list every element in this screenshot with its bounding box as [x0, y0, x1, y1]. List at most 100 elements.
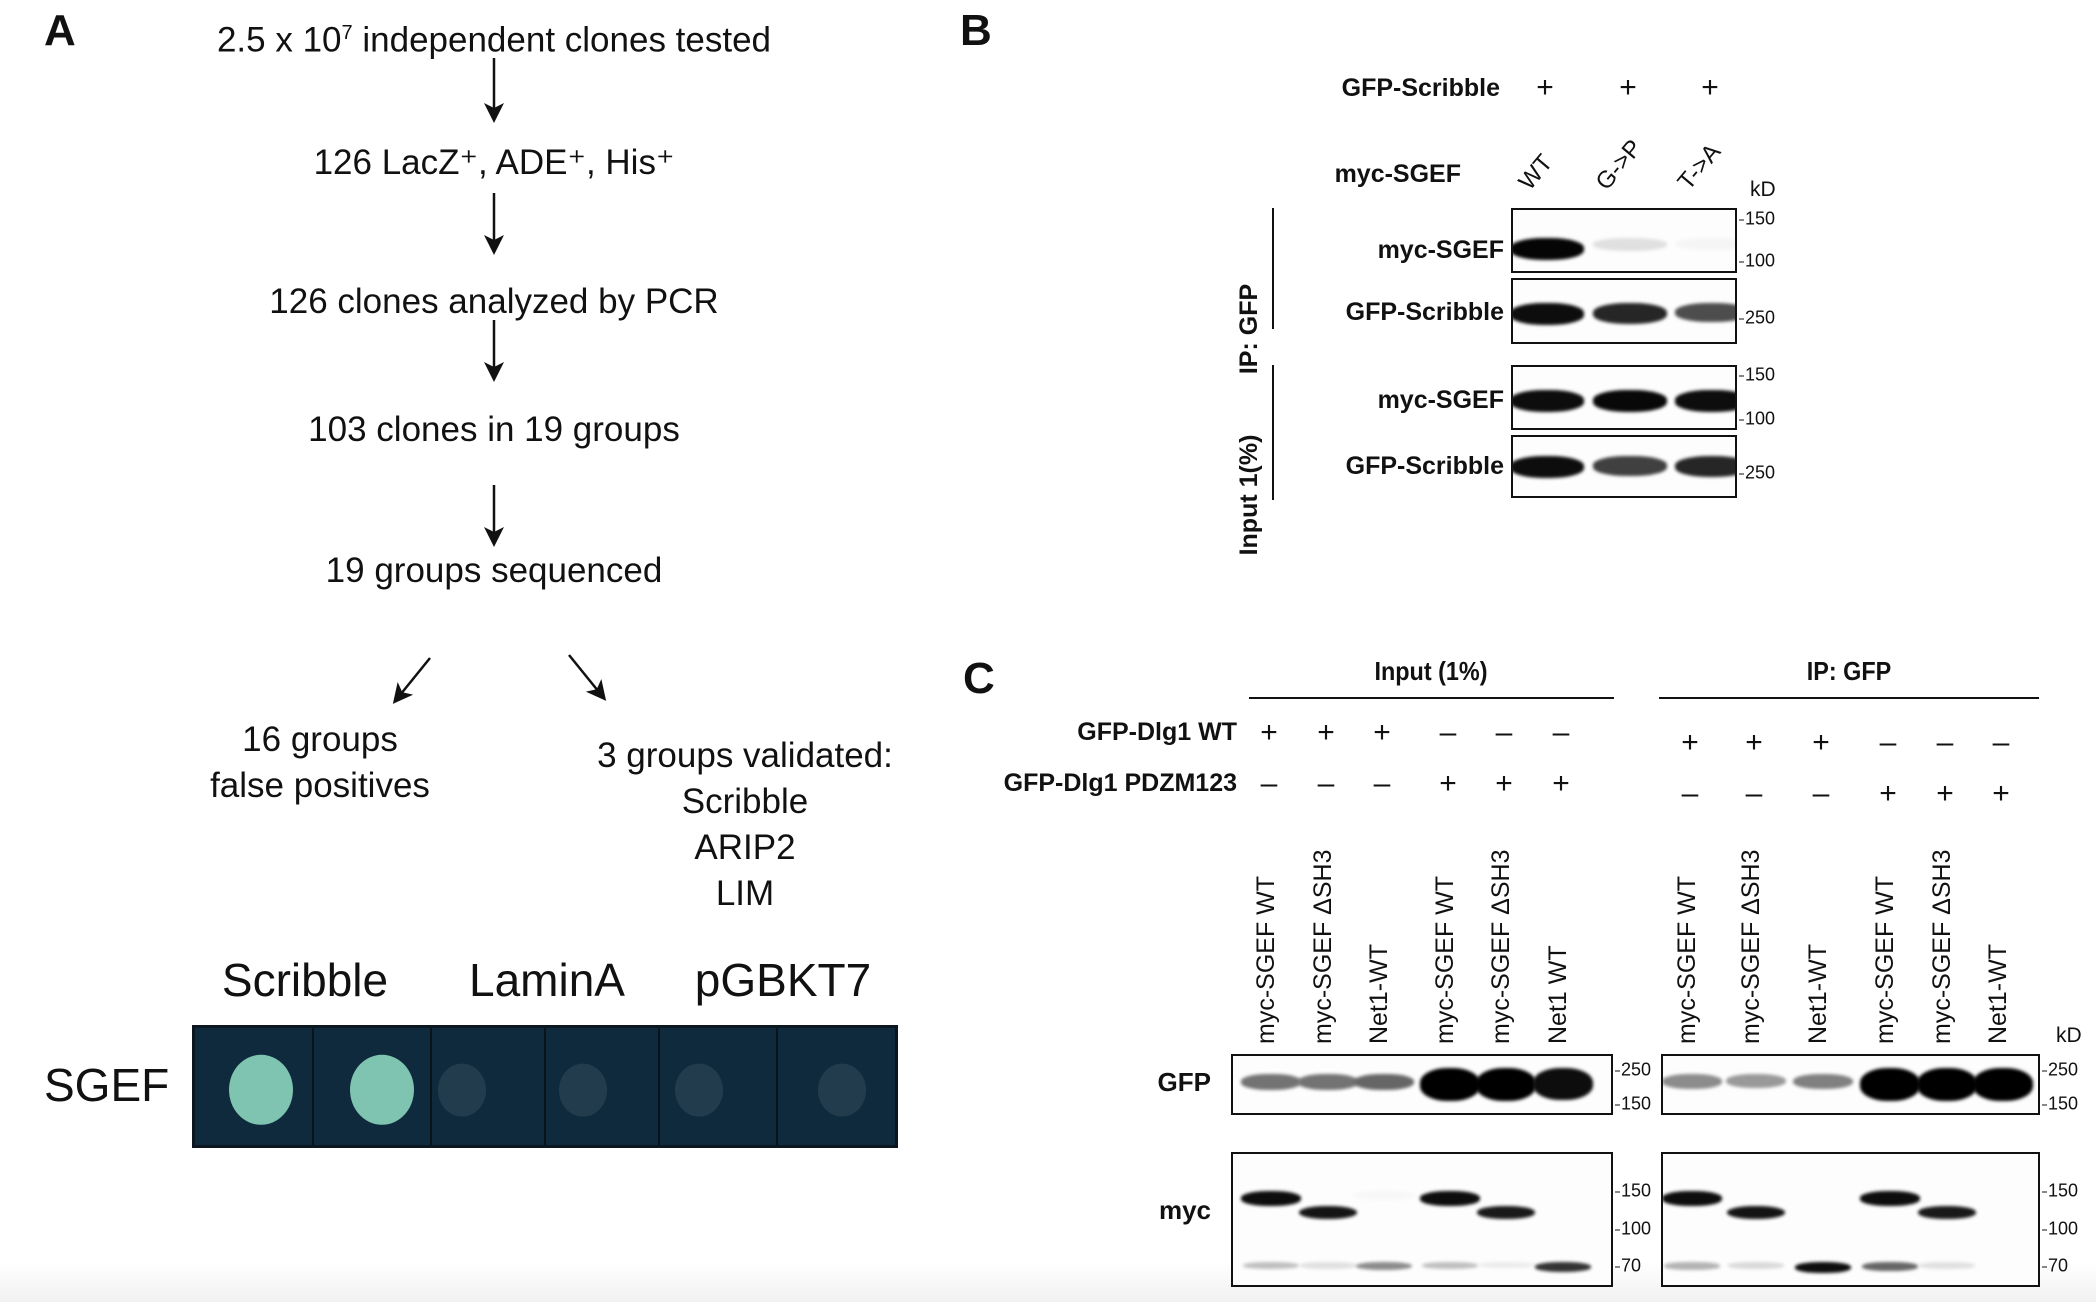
protein-band — [1593, 238, 1667, 252]
sign-gfp-dlg1-wt: – — [1879, 726, 1897, 759]
protein-band — [1973, 1068, 2033, 1101]
lane-label: myc-SGEF WT — [1673, 875, 1701, 1044]
marker-150: 150 — [1739, 365, 1775, 386]
protein-band — [1420, 1068, 1480, 1101]
protein-band — [1535, 1262, 1591, 1272]
marker-150: 150 — [1739, 209, 1775, 230]
marker-150: 150 — [2042, 1181, 2078, 1202]
marker-150: 150 — [2042, 1094, 2078, 1115]
sign-gfp-dlg1-wt: + — [1812, 726, 1830, 759]
sign-gfp-dlg1-wt: + — [1260, 716, 1278, 749]
lane-label: Net1-WT — [1365, 944, 1393, 1044]
marker-150: 150 — [1615, 1094, 1651, 1115]
panel-b-label: B — [960, 6, 992, 55]
false-positives-text: 16 groups false positives — [210, 717, 430, 809]
sign-plus: + — [1701, 71, 1719, 104]
sign-gfp-dlg1-wt: + — [1681, 726, 1699, 759]
gfp-scribble-row-label: GFP-Scribble — [1341, 74, 1500, 102]
kd-label: kD — [1750, 178, 1776, 201]
protein-band — [1241, 1074, 1301, 1090]
marker-250: 250 — [2042, 1060, 2078, 1081]
protein-band — [1663, 1074, 1722, 1089]
group-label-ip-gfp: IP: GFP — [1235, 284, 1264, 374]
flow-step-3: 126 clones analyzed by PCR — [269, 282, 719, 321]
protein-band — [1356, 1262, 1412, 1271]
flow-step-1-exponent: 7 — [341, 22, 353, 44]
protein-band — [1860, 1068, 1920, 1101]
sign-gfp-dlg1-pdzm123: + — [1552, 767, 1570, 800]
sign-gfp-dlg1-wt: + — [1373, 716, 1391, 749]
marker-100: 100 — [2042, 1219, 2078, 1240]
lane-label: myc-SGEF ΔSH3 — [1487, 849, 1515, 1045]
panel-c-label: C — [963, 654, 995, 703]
flow-step-4: 103 clones in 19 groups — [308, 410, 680, 449]
protein-band — [1727, 1205, 1785, 1220]
protein-band — [1675, 456, 1735, 477]
yeast-colony — [350, 1054, 414, 1126]
lane-label: myc-SGEF WT — [1431, 875, 1459, 1044]
flow-step-5: 19 groups sequenced — [325, 551, 663, 590]
sign-plus: + — [1536, 71, 1554, 104]
sign-gfp-dlg1-pdzm123: + — [1879, 777, 1897, 810]
yeast-plate-image — [192, 1025, 898, 1148]
panel-a-label: A — [44, 6, 76, 55]
sign-plus: + — [1619, 71, 1637, 104]
sign-gfp-dlg1-pdzm123: – — [1373, 767, 1391, 800]
protein-band — [1593, 303, 1667, 324]
protein-band — [1860, 1191, 1920, 1207]
false-positives-line-2: false positives — [210, 766, 430, 805]
protein-band — [1918, 1205, 1976, 1220]
plate-column-lamina: LaminA — [469, 954, 625, 1006]
kd-label: kD — [2056, 1024, 2082, 1047]
yeast-colony — [229, 1054, 293, 1126]
down-left-arrow-icon — [392, 657, 431, 704]
sign-gfp-dlg1-pdzm123: + — [1936, 777, 1954, 810]
sign-gfp-dlg1-wt: + — [1745, 726, 1763, 759]
plate-divider — [776, 1028, 778, 1145]
validated-line-1: 3 groups validated: — [597, 736, 893, 775]
lane-label-wt: WT — [1513, 149, 1559, 196]
row-label-gfp-dlg1-pdzm123: GFP-Dlg1 PDZM123 — [1003, 769, 1237, 797]
blot-label-gfp-scribble: GFP-Scribble — [1345, 452, 1504, 480]
western-blot-ip-gfp-scribble — [1511, 278, 1737, 344]
lane-label-g-p: G->P — [1590, 134, 1648, 196]
sign-gfp-dlg1-pdzm123: + — [1439, 767, 1457, 800]
western-blot-input-myc-sgef — [1511, 365, 1737, 430]
sign-gfp-dlg1-wt: – — [1992, 726, 2010, 759]
western-blot-input-myc — [1231, 1152, 1613, 1287]
protein-band — [1664, 1262, 1720, 1270]
marker-100: 100 — [1739, 409, 1775, 430]
protein-band — [1793, 1074, 1853, 1090]
protein-band — [1241, 1191, 1301, 1207]
plate-column-pgbkt7: pGBKT7 — [694, 954, 872, 1006]
bracket-input — [1272, 365, 1274, 500]
lane-label: Net1 WT — [1544, 945, 1572, 1044]
plate-row-label: SGEF — [44, 1059, 170, 1111]
section-title-input: Input (1%) — [1374, 656, 1488, 686]
down-right-arrow-icon — [568, 654, 607, 701]
section-underline — [1249, 697, 1614, 699]
protein-band — [1354, 1074, 1414, 1091]
flow-arrows — [392, 58, 607, 704]
flow-step-1: 2.5 x 107 independent clones tested — [217, 10, 771, 64]
marker-150: 150 — [1615, 1181, 1651, 1202]
sign-gfp-dlg1-wt: – — [1495, 716, 1513, 749]
yeast-colony — [438, 1063, 486, 1117]
sign-gfp-dlg1-pdzm123: – — [1317, 767, 1335, 800]
lane-label: myc-SGEF WT — [1252, 875, 1280, 1044]
blot-label-gfp: GFP — [1157, 1067, 1211, 1097]
section-title-ip-gfp: IP: GFP — [1806, 656, 1892, 686]
plate-divider — [312, 1028, 314, 1145]
sign-gfp-dlg1-wt: + — [1317, 716, 1335, 749]
sign-gfp-dlg1-pdzm123: + — [1992, 777, 2010, 810]
marker-70: 70 — [1615, 1256, 1641, 1277]
western-blot-ip-gfp — [1661, 1054, 2040, 1115]
lane-label: myc-SGEF WT — [1871, 875, 1899, 1044]
protein-band — [1422, 1262, 1478, 1270]
plate-divider — [658, 1028, 660, 1145]
protein-band — [1593, 390, 1667, 412]
marker-100: 100 — [1615, 1219, 1651, 1240]
western-blot-input-gfp-scribble — [1511, 435, 1737, 498]
lane-label: myc-SGEF ΔSH3 — [1928, 849, 1956, 1045]
sign-gfp-dlg1-pdzm123: + — [1495, 767, 1513, 800]
